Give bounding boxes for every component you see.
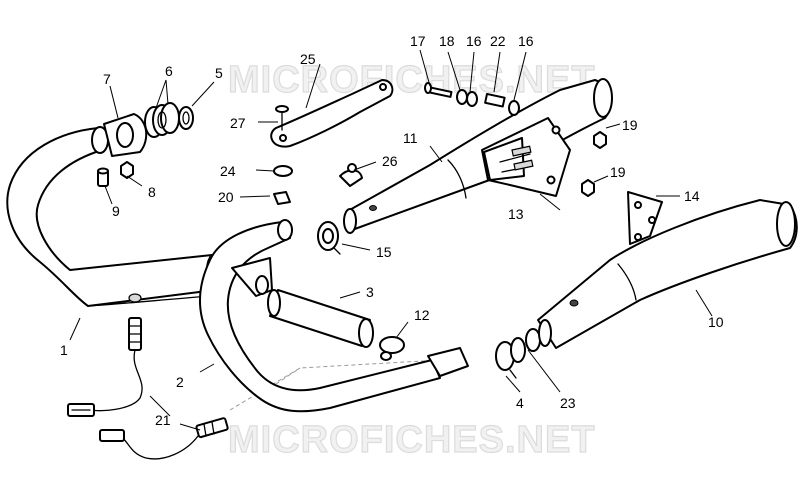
callout-24: 24 <box>220 163 236 179</box>
sensor-boss <box>128 293 142 303</box>
callout-16a: 16 <box>466 33 482 49</box>
callout-21: 21 <box>155 412 171 428</box>
callout-4: 4 <box>516 395 524 411</box>
part-21-lambda-sensor[interactable] <box>67 317 143 417</box>
callout-9: 9 <box>112 203 120 219</box>
callout-10: 10 <box>708 314 724 330</box>
part-22-spacer[interactable] <box>484 92 506 108</box>
watermark-bottom: MICROFICHES.NET <box>228 419 596 461</box>
part-4-clamp[interactable] <box>495 337 526 379</box>
callout-13: 13 <box>508 206 524 222</box>
callout-3: 3 <box>366 284 374 300</box>
part-20-clip[interactable] <box>273 191 291 205</box>
part-10-silencer[interactable] <box>537 199 798 349</box>
part-27-screw[interactable] <box>275 105 289 131</box>
callout-11: 11 <box>403 130 418 146</box>
part-25-heat-shield[interactable] <box>270 79 394 148</box>
part-15-clamp[interactable] <box>317 221 341 255</box>
callout-5: 5 <box>215 65 223 81</box>
part-19-nut-lower[interactable] <box>581 179 595 197</box>
callout-12: 12 <box>414 307 430 323</box>
callout-8: 8 <box>148 184 156 200</box>
part-5-gasket[interactable] <box>178 106 194 130</box>
callout-17: 17 <box>410 33 426 49</box>
callout-7: 7 <box>103 71 111 87</box>
part-23-gasket[interactable] <box>525 328 541 352</box>
watermark-top: MICROFICHES.NET <box>228 59 596 101</box>
callout-25: 25 <box>300 51 316 67</box>
callout-27: 27 <box>230 115 246 131</box>
part-14-bracket[interactable] <box>627 191 663 245</box>
part-19-nut-upper[interactable] <box>593 131 607 149</box>
callout-1: 1 <box>60 342 68 358</box>
callout-14: 14 <box>684 188 700 204</box>
part-21-lambda-sensor[interactable] <box>99 417 229 460</box>
callout-20: 20 <box>218 189 234 205</box>
callout-19a: 19 <box>622 117 638 133</box>
assembly-guide-line <box>269 367 301 389</box>
part-12-clamp[interactable] <box>379 336 405 361</box>
part-24-spacer[interactable] <box>273 165 293 177</box>
part-18-washer[interactable] <box>456 89 468 105</box>
part-13-bracket[interactable] <box>481 117 571 197</box>
callout-22: 22 <box>490 33 506 49</box>
part-7-flange[interactable] <box>103 113 148 157</box>
callout-2: 2 <box>176 374 184 390</box>
part-16-washer[interactable] <box>508 100 520 116</box>
pipe-mounting-plate <box>427 347 469 377</box>
leader-lines <box>69 49 713 431</box>
callout-19b: 19 <box>610 164 626 180</box>
part-26-clip[interactable] <box>339 163 363 187</box>
callout-26: 26 <box>382 153 398 169</box>
callout-23: 23 <box>560 395 576 411</box>
callout-15: 15 <box>376 244 392 260</box>
callout-6: 6 <box>165 63 173 79</box>
part-9-stud[interactable] <box>97 167 109 187</box>
callout-16b: 16 <box>518 33 534 49</box>
part-8-nut[interactable] <box>120 161 134 179</box>
part-16-washer[interactable] <box>466 91 478 107</box>
part-1-header-pipe[interactable] <box>6 126 216 307</box>
part-6-spring-ring[interactable] <box>144 102 180 138</box>
callout-18: 18 <box>439 33 455 49</box>
assembly-guide-line <box>229 359 441 411</box>
part-3-connecting-pipe[interactable] <box>267 289 374 348</box>
